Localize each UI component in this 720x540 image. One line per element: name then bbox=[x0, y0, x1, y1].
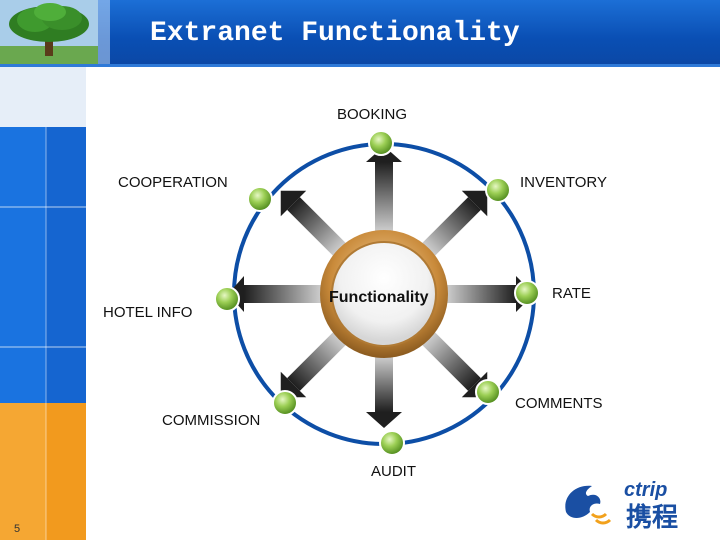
node-hotel-info bbox=[214, 286, 240, 312]
node-cooperation bbox=[247, 186, 273, 212]
center-disc bbox=[331, 241, 437, 347]
node-comments bbox=[475, 379, 501, 405]
arrow-hotel-info bbox=[228, 276, 322, 312]
label-hotel-info: HOTEL INFO bbox=[103, 304, 193, 321]
label-booking: BOOKING bbox=[337, 106, 408, 123]
label-cooperation: COOPERATION bbox=[118, 174, 228, 191]
label-rate: RATE bbox=[552, 285, 591, 302]
label-commission: COMMISSION bbox=[162, 412, 261, 429]
arrows bbox=[228, 146, 534, 428]
header-bar bbox=[0, 0, 720, 64]
node-commission bbox=[272, 390, 298, 416]
arrow-cooperation bbox=[280, 190, 347, 257]
ctrip-logo: ctrip 携程 bbox=[556, 474, 716, 534]
slide-number: 5 bbox=[14, 523, 21, 535]
label-comments: COMMENTS bbox=[515, 395, 603, 412]
node-inventory bbox=[485, 177, 511, 203]
page-title: Extranet Functionality bbox=[150, 18, 520, 49]
arrow-inventory bbox=[421, 190, 488, 257]
left-side-panel bbox=[0, 67, 100, 540]
node-rate bbox=[514, 280, 540, 306]
tree-logo-image bbox=[0, 0, 98, 64]
center-label: Functionality bbox=[329, 289, 429, 306]
node-booking bbox=[368, 130, 394, 156]
node-audit bbox=[379, 430, 405, 456]
arrow-booking bbox=[366, 146, 402, 232]
logo-text-cn: 携程 bbox=[626, 502, 678, 533]
logo-text: ctrip bbox=[624, 479, 667, 501]
arrow-audit bbox=[366, 356, 402, 428]
header-divider bbox=[98, 0, 110, 64]
label-audit: AUDIT bbox=[371, 463, 416, 480]
label-inventory: INVENTORY bbox=[520, 174, 607, 191]
header-underline bbox=[0, 64, 720, 67]
nodes bbox=[214, 130, 540, 456]
